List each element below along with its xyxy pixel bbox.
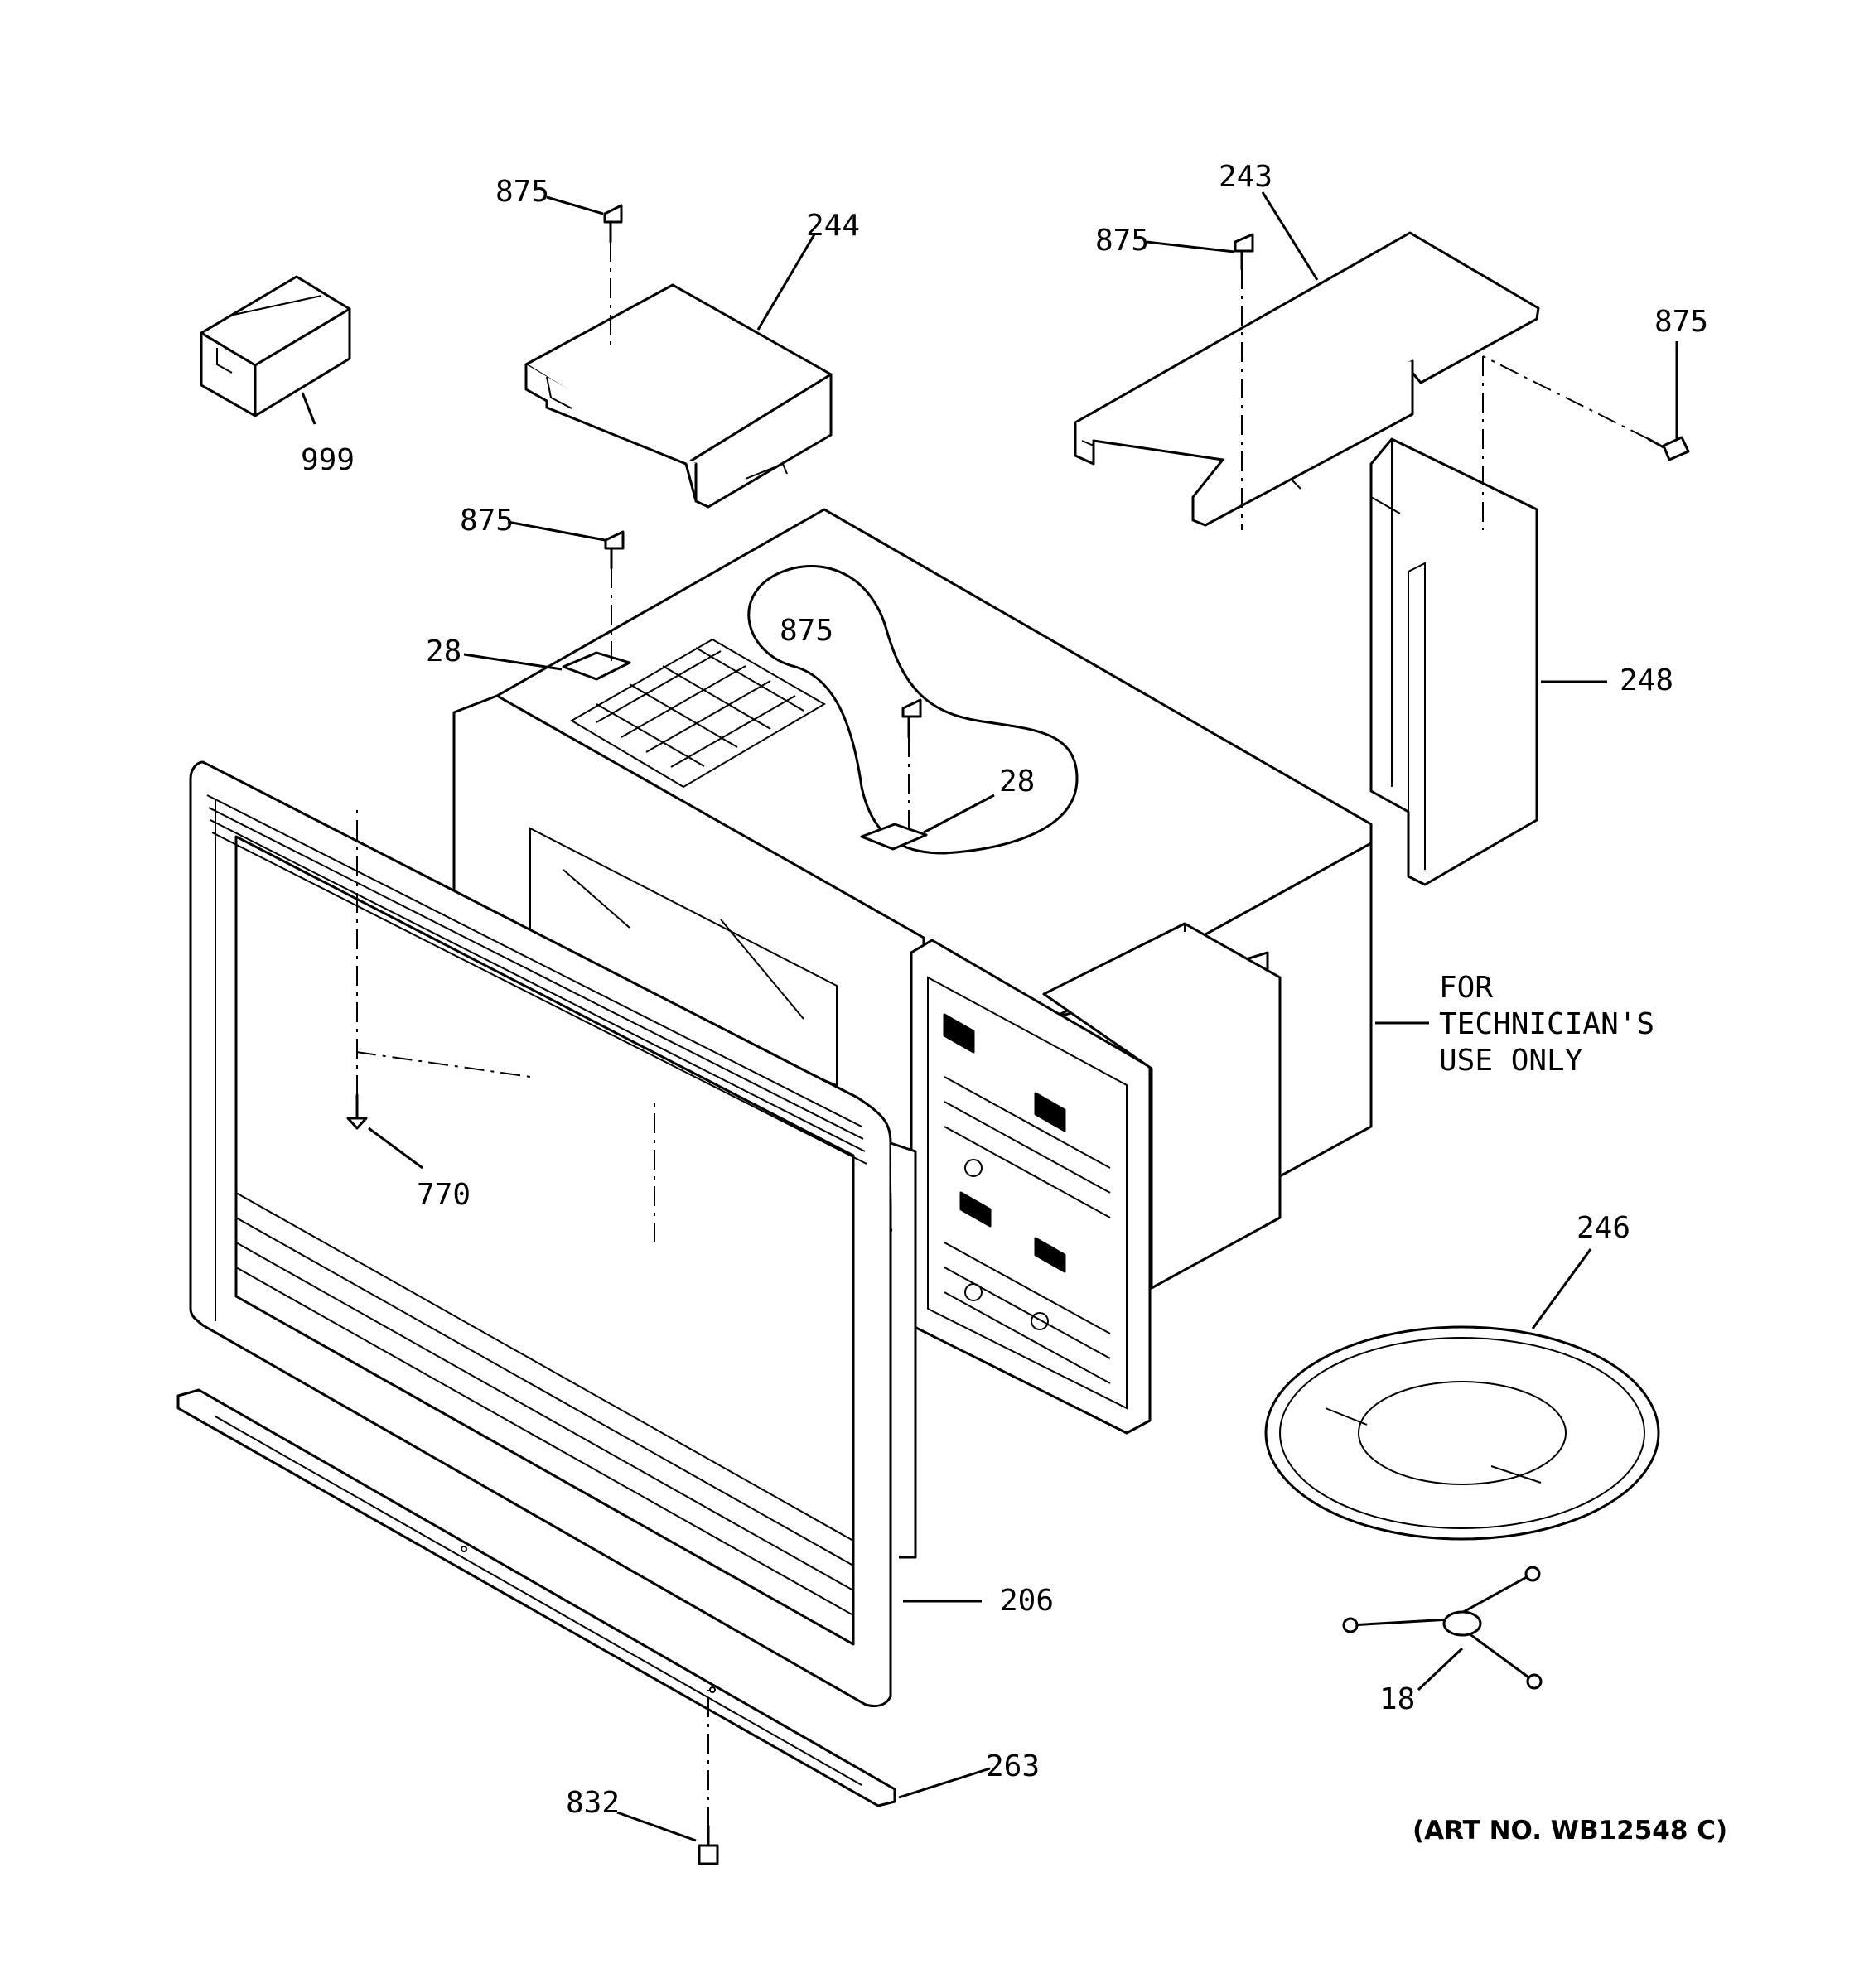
screw-icon <box>604 530 625 570</box>
part-18-roller-support <box>1342 1566 1543 1690</box>
part-206-frame <box>189 760 917 1708</box>
screw-icon <box>901 698 922 739</box>
label-770: 770 <box>417 1178 471 1212</box>
label-999: 999 <box>301 443 355 477</box>
alignment-lines <box>355 242 1649 1826</box>
label-18: 18 <box>1379 1682 1415 1716</box>
label-243: 243 <box>1219 160 1272 194</box>
part-243-cover <box>1074 231 1540 527</box>
part-263-trim <box>176 1388 896 1807</box>
part-248-panel <box>1369 437 1538 886</box>
technician-note-line2: TECHNICIAN'S <box>1439 1007 1654 1041</box>
screw-icon <box>346 1093 368 1130</box>
label-244: 244 <box>806 209 860 243</box>
label-263: 263 <box>986 1749 1040 1783</box>
part-999-box <box>200 275 351 417</box>
screw-icon <box>1647 436 1690 461</box>
label-875: 875 <box>495 175 549 209</box>
part-244-cover <box>524 283 833 509</box>
label-832: 832 <box>566 1786 620 1820</box>
part-246-tray <box>1264 1325 1660 1541</box>
hinge-bracket-28 <box>562 651 631 681</box>
label-28: 28 <box>426 635 461 668</box>
screw-icon <box>698 1825 719 1865</box>
label-28: 28 <box>999 765 1035 799</box>
label-875: 875 <box>1095 224 1149 258</box>
technician-area-outline <box>747 565 1079 855</box>
label-875: 875 <box>780 614 833 648</box>
control-panel <box>910 939 1152 1435</box>
art-number: (ART NO. WB12548 C) <box>1412 1816 1727 1846</box>
label-248: 248 <box>1620 663 1673 697</box>
technician-note-line3: USE ONLY <box>1439 1044 1583 1078</box>
technician-note-line1: FOR <box>1439 971 1493 1005</box>
label-246: 246 <box>1577 1211 1630 1245</box>
leader-lines <box>301 191 1678 1842</box>
screw-icon <box>603 204 623 244</box>
electronics-box <box>1042 922 1282 1290</box>
vent-grid <box>570 638 826 789</box>
label-875: 875 <box>1654 305 1708 339</box>
hinge-bracket-28 <box>860 823 928 851</box>
label-206: 206 <box>1000 1584 1054 1618</box>
label-875: 875 <box>460 504 514 538</box>
screw-icon <box>1234 233 1254 271</box>
